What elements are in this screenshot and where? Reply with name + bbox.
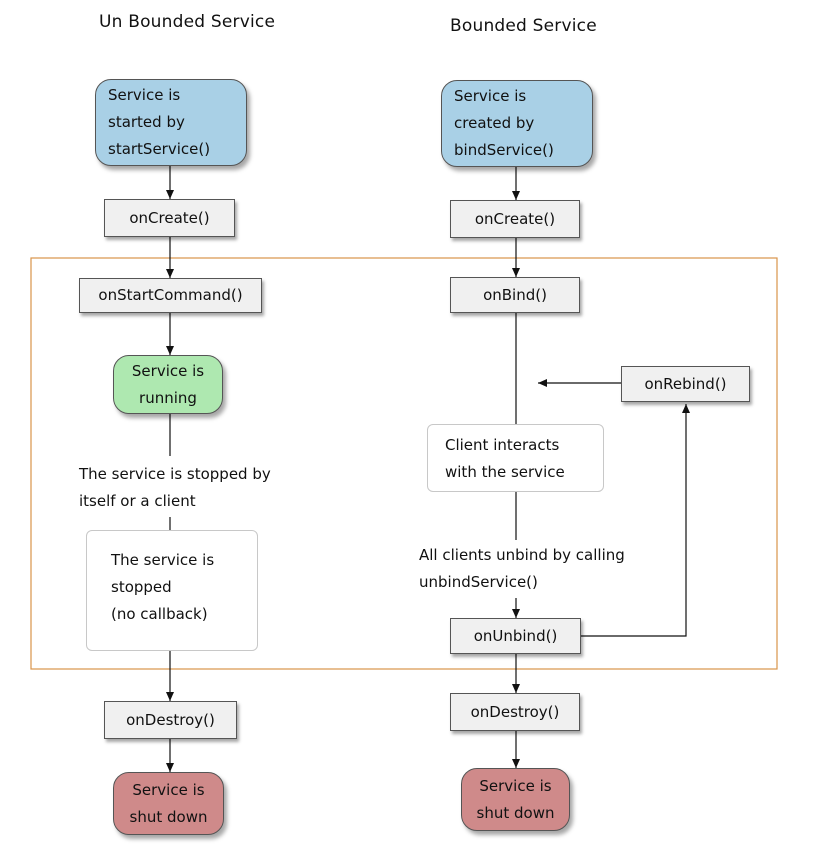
service-shut-down-bounded-node: Service is shut down — [461, 768, 570, 831]
service-shut-down-unbounded-node: Service is shut down — [113, 772, 224, 835]
bounded-service-title: Bounded Service — [450, 16, 597, 36]
onrebind-node: onRebind() — [621, 366, 750, 402]
service-running-node: Service is running — [113, 355, 223, 414]
service-started-node: Service is started by startService() — [95, 79, 247, 166]
ondestroy-bounded-node: onDestroy() — [450, 693, 580, 731]
arrow-onunbind-to-onrebind — [581, 404, 690, 637]
client-interacts-note: Client interacts with the service — [427, 424, 604, 492]
ondestroy-unbounded-node: onDestroy() — [104, 701, 237, 739]
onstartcommand-node: onStartCommand() — [79, 278, 262, 313]
active-lifecycle-frame — [30, 257, 778, 670]
unbounded-service-title: Un Bounded Service — [99, 12, 276, 32]
service-created-node: Service is created by bindService() — [441, 80, 593, 167]
service-stopped-by-label: The service is stopped by itself or a cl… — [79, 461, 294, 515]
service-stopped-note: The service is stopped (no callback) — [86, 530, 258, 651]
onunbind-node: onUnbind() — [450, 618, 581, 654]
onbind-node: onBind() — [450, 277, 580, 313]
oncreate-unbounded-node: onCreate() — [104, 199, 235, 237]
oncreate-bounded-node: onCreate() — [450, 200, 580, 238]
clients-unbind-label: All clients unbind by calling unbindServ… — [419, 542, 654, 596]
